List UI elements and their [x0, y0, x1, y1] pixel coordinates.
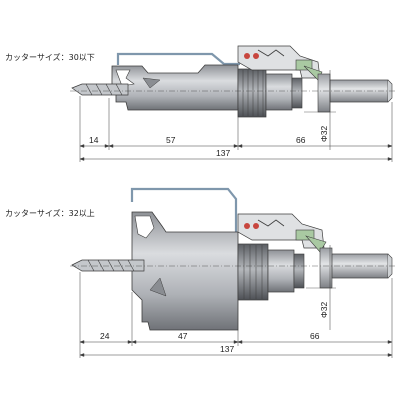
diagram-upper: カッターサイズ：30以下 [5, 45, 396, 162]
dim-body: 57 [166, 135, 176, 145]
dim-total: 137 [220, 344, 234, 354]
drill-bit [71, 259, 145, 272]
drill-bit [71, 83, 129, 96]
dim-shank: 66 [296, 135, 306, 145]
caption-upper: カッターサイズ：30以下 [5, 52, 95, 62]
dim-body: 47 [178, 331, 188, 341]
dia-label: Φ32 [319, 125, 329, 142]
dim-total: 137 [216, 148, 230, 158]
diameter-dimension: Φ32 [304, 70, 336, 150]
quick-release-mechanism [237, 45, 323, 81]
dimension-row-1 [79, 144, 393, 148]
cutter-body [131, 211, 239, 331]
dimension-row-1 [79, 340, 393, 344]
dim-shank: 66 [310, 331, 320, 341]
arbor-housing [237, 243, 305, 301]
extension-lines [79, 96, 393, 162]
arbor-housing [237, 68, 303, 118]
dim-tip: 24 [100, 331, 110, 341]
ejector-rod [116, 52, 240, 66]
caption-lower: カッターサイズ：32以上 [5, 208, 95, 218]
extension-lines [79, 272, 393, 358]
shank [317, 73, 393, 113]
dim-tip: 14 [89, 135, 99, 145]
cutter-body [111, 64, 239, 111]
ejector-rod [130, 187, 238, 232]
dimension-row-2 [79, 157, 393, 161]
dia-label: Φ32 [319, 301, 329, 318]
shank [319, 247, 393, 289]
dimension-row-2 [79, 353, 393, 357]
diagram-lower: カッターサイズ：32以上 [5, 187, 396, 358]
diameter-dimension: Φ32 [306, 245, 336, 330]
